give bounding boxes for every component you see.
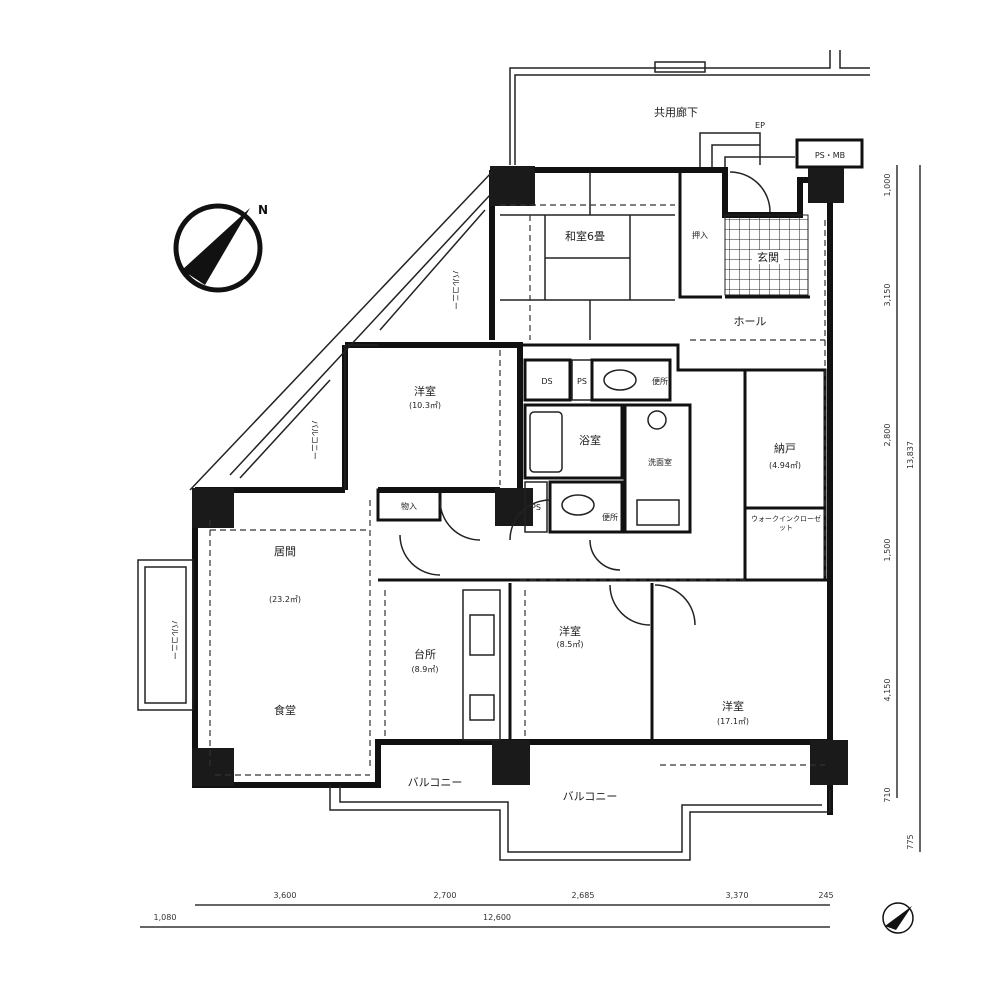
- dim-4150: 4,150: [883, 679, 892, 702]
- living-dining: 居間 (23.2㎡) 食堂: [209, 500, 371, 776]
- western-room-3-label: 洋室: [722, 699, 744, 713]
- entrance-label: 玄関: [757, 250, 779, 264]
- western-room-2-area: (8.5㎡): [557, 640, 584, 649]
- dim-710: 710: [883, 787, 892, 802]
- dim-3370: 3,370: [726, 891, 749, 900]
- kitchen: 台所 (8.9㎡): [384, 589, 501, 741]
- western-room-3-area: (17.1㎡): [717, 717, 749, 726]
- right-dimensions: 1,000 3,150 2,800 1,500 4,150 710 13,837…: [883, 165, 921, 852]
- north-label: N: [258, 203, 268, 217]
- balcony-s1-label: バルコニー: [408, 776, 463, 789]
- north-compass-small-icon: [882, 902, 914, 934]
- dim-1500: 1,500: [883, 539, 892, 562]
- meter-box: PS・MB EP: [699, 121, 864, 170]
- kitchen-label: 台所: [414, 647, 436, 661]
- common-corridor: 共用廊下: [509, 50, 870, 165]
- hall-label: ホール: [734, 315, 767, 328]
- western-room-2-label: 洋室: [559, 624, 581, 638]
- storage-room: 納戸 (4.94㎡) ウォークインクローゼット: [751, 442, 821, 532]
- balcony-ne-label: バルコニー: [451, 270, 460, 310]
- ps-mb-label: PS・MB: [815, 151, 845, 160]
- closet: 物入: [376, 488, 696, 626]
- dim-2800: 2,800: [883, 424, 892, 447]
- closet-label: 物入: [401, 501, 417, 511]
- living-area: (23.2㎡): [269, 595, 301, 604]
- living-label: 居間: [274, 545, 296, 558]
- dim-775: 775: [906, 834, 915, 849]
- balcony-s2-label: バルコニー: [563, 790, 618, 803]
- bottom-dimensions: 3,600 2,700 2,685 3,370 245 1,080 12,600: [140, 891, 834, 928]
- dim-1080: 1,080: [154, 913, 177, 922]
- japanese-room-label: 和室6畳: [565, 229, 605, 243]
- balcony-w-label: バルコニー: [310, 420, 319, 460]
- oshiire-label: 押入: [692, 230, 708, 240]
- entrance: 玄関 ホール: [520, 171, 826, 581]
- ps1-label: PS: [577, 377, 587, 386]
- ps2-label: PS: [531, 503, 541, 512]
- toilet1-label: 便所: [652, 376, 668, 386]
- bath-label: 浴室: [579, 433, 601, 447]
- wet-area: DS PS 便所 浴室 洗面室 PS 便所: [523, 358, 692, 534]
- toilet2-label: 便所: [602, 512, 618, 522]
- western-room-2: 洋室 (8.5㎡): [524, 590, 584, 738]
- japanese-room: 和室6畳 押入: [500, 172, 708, 340]
- dim-2700: 2,700: [434, 891, 457, 900]
- kitchen-area: (8.9㎡): [412, 665, 439, 674]
- dim-3600: 3,600: [274, 891, 297, 900]
- washroom-label: 洗面室: [648, 457, 672, 467]
- walk-in-closet-label: ウォークインクローゼット: [751, 515, 821, 532]
- dining-label: 食堂: [274, 703, 296, 717]
- balcony-left-label: バルコニー: [170, 620, 179, 660]
- balcony-south: バルコニー バルコニー: [329, 776, 831, 861]
- common-corridor-label: 共用廊下: [654, 105, 698, 119]
- dim-1000: 1,000: [883, 174, 892, 197]
- dim-total-height: 13,837: [906, 441, 915, 469]
- western-room-1: 洋室 (10.3㎡): [409, 350, 501, 485]
- dim-12600: 12,600: [483, 913, 511, 922]
- storage-room-label: 納戸: [774, 442, 796, 455]
- balcony-left: バルコニー: [137, 559, 194, 711]
- ds-label: DS: [541, 377, 552, 386]
- western-room-1-label: 洋室: [414, 384, 436, 398]
- balcony-diagonal: バルコニー バルコニー: [189, 171, 493, 491]
- dim-245: 245: [818, 891, 833, 900]
- dim-2685: 2,685: [572, 891, 595, 900]
- dim-3150: 3,150: [883, 284, 892, 307]
- western-room-1-area: (10.3㎡): [409, 401, 441, 410]
- ep-label: EP: [755, 121, 765, 130]
- north-compass-icon: N: [173, 203, 268, 293]
- western-room-3: 洋室 (17.1㎡): [660, 699, 825, 766]
- storage-room-area: (4.94㎡): [769, 461, 801, 470]
